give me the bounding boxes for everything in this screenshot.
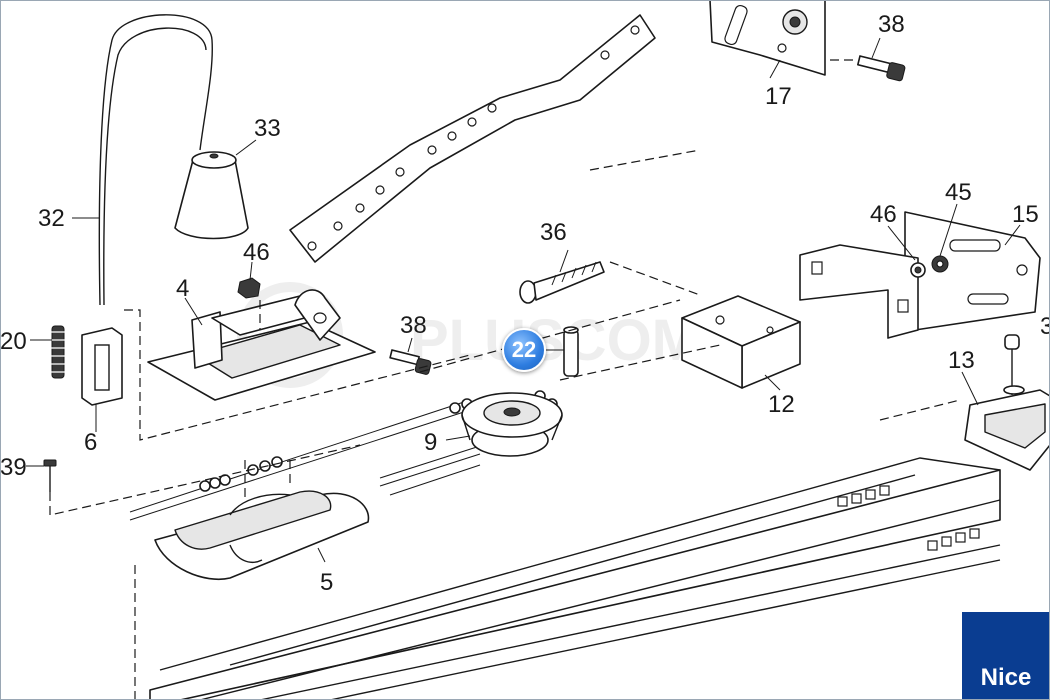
part-22-hotspot-button[interactable]: 22: [502, 328, 546, 372]
cap-33: [174, 151, 249, 240]
leader-lines: [26, 37, 1021, 563]
rail: [149, 457, 1001, 700]
callout-4: 4: [176, 275, 189, 302]
screw-39: [43, 459, 57, 492]
bolt-36: [519, 261, 605, 304]
cable-32: [98, 14, 213, 306]
bracket-17: [709, 0, 826, 76]
callout-17: 17: [765, 83, 792, 110]
callout-45: 45: [945, 179, 972, 206]
bracket-15: [799, 211, 1041, 339]
callout-3: 3: [1040, 313, 1050, 340]
watermark: PLUSCOM: [237, 282, 700, 388]
callout-9: 9: [424, 429, 437, 456]
carriage-5: [154, 490, 370, 580]
callout-15: 15: [1012, 201, 1039, 228]
callout-32: 32: [38, 205, 65, 232]
callout-36: 36: [540, 219, 567, 246]
callout-12: 12: [768, 391, 795, 418]
callout-33: 33: [254, 115, 281, 142]
screw-3: [1003, 334, 1025, 395]
callout-5: 5: [320, 569, 333, 596]
assembly-lines: [49, 59, 961, 700]
svg-text:PLUSCOM: PLUSCOM: [410, 308, 700, 373]
bracket-12: [681, 295, 801, 389]
sprocket-9: [461, 392, 563, 457]
nut-46-left: [237, 277, 261, 299]
callout-6: 6: [84, 429, 97, 456]
clip-6: [81, 327, 123, 406]
bracket-4: [147, 289, 376, 401]
screw-38-top: [857, 55, 906, 82]
spring-20: [50, 325, 66, 379]
pin-22: [563, 326, 579, 377]
callout-13: 13: [948, 347, 975, 374]
nut-45: [931, 255, 949, 273]
callout-38-middle: 38: [400, 312, 427, 339]
nice-logo: Nice: [962, 612, 1050, 700]
rail-slots: [837, 485, 980, 551]
callout-20: 20: [0, 328, 27, 355]
nice-logo-text: Nice: [980, 664, 1032, 691]
callout-38-top: 38: [878, 11, 905, 38]
callout-46-left: 46: [243, 239, 270, 266]
arm-holes: [307, 25, 640, 251]
arm: [289, 14, 656, 263]
washer-46-right: [910, 262, 926, 278]
bracket-13: [964, 389, 1050, 471]
callouts: 17 38 33 32 46 4 38 36 20 6 9 12 39 5 46…: [0, 11, 1050, 596]
callout-46-right: 46: [870, 201, 897, 228]
callout-39: 39: [0, 454, 27, 481]
